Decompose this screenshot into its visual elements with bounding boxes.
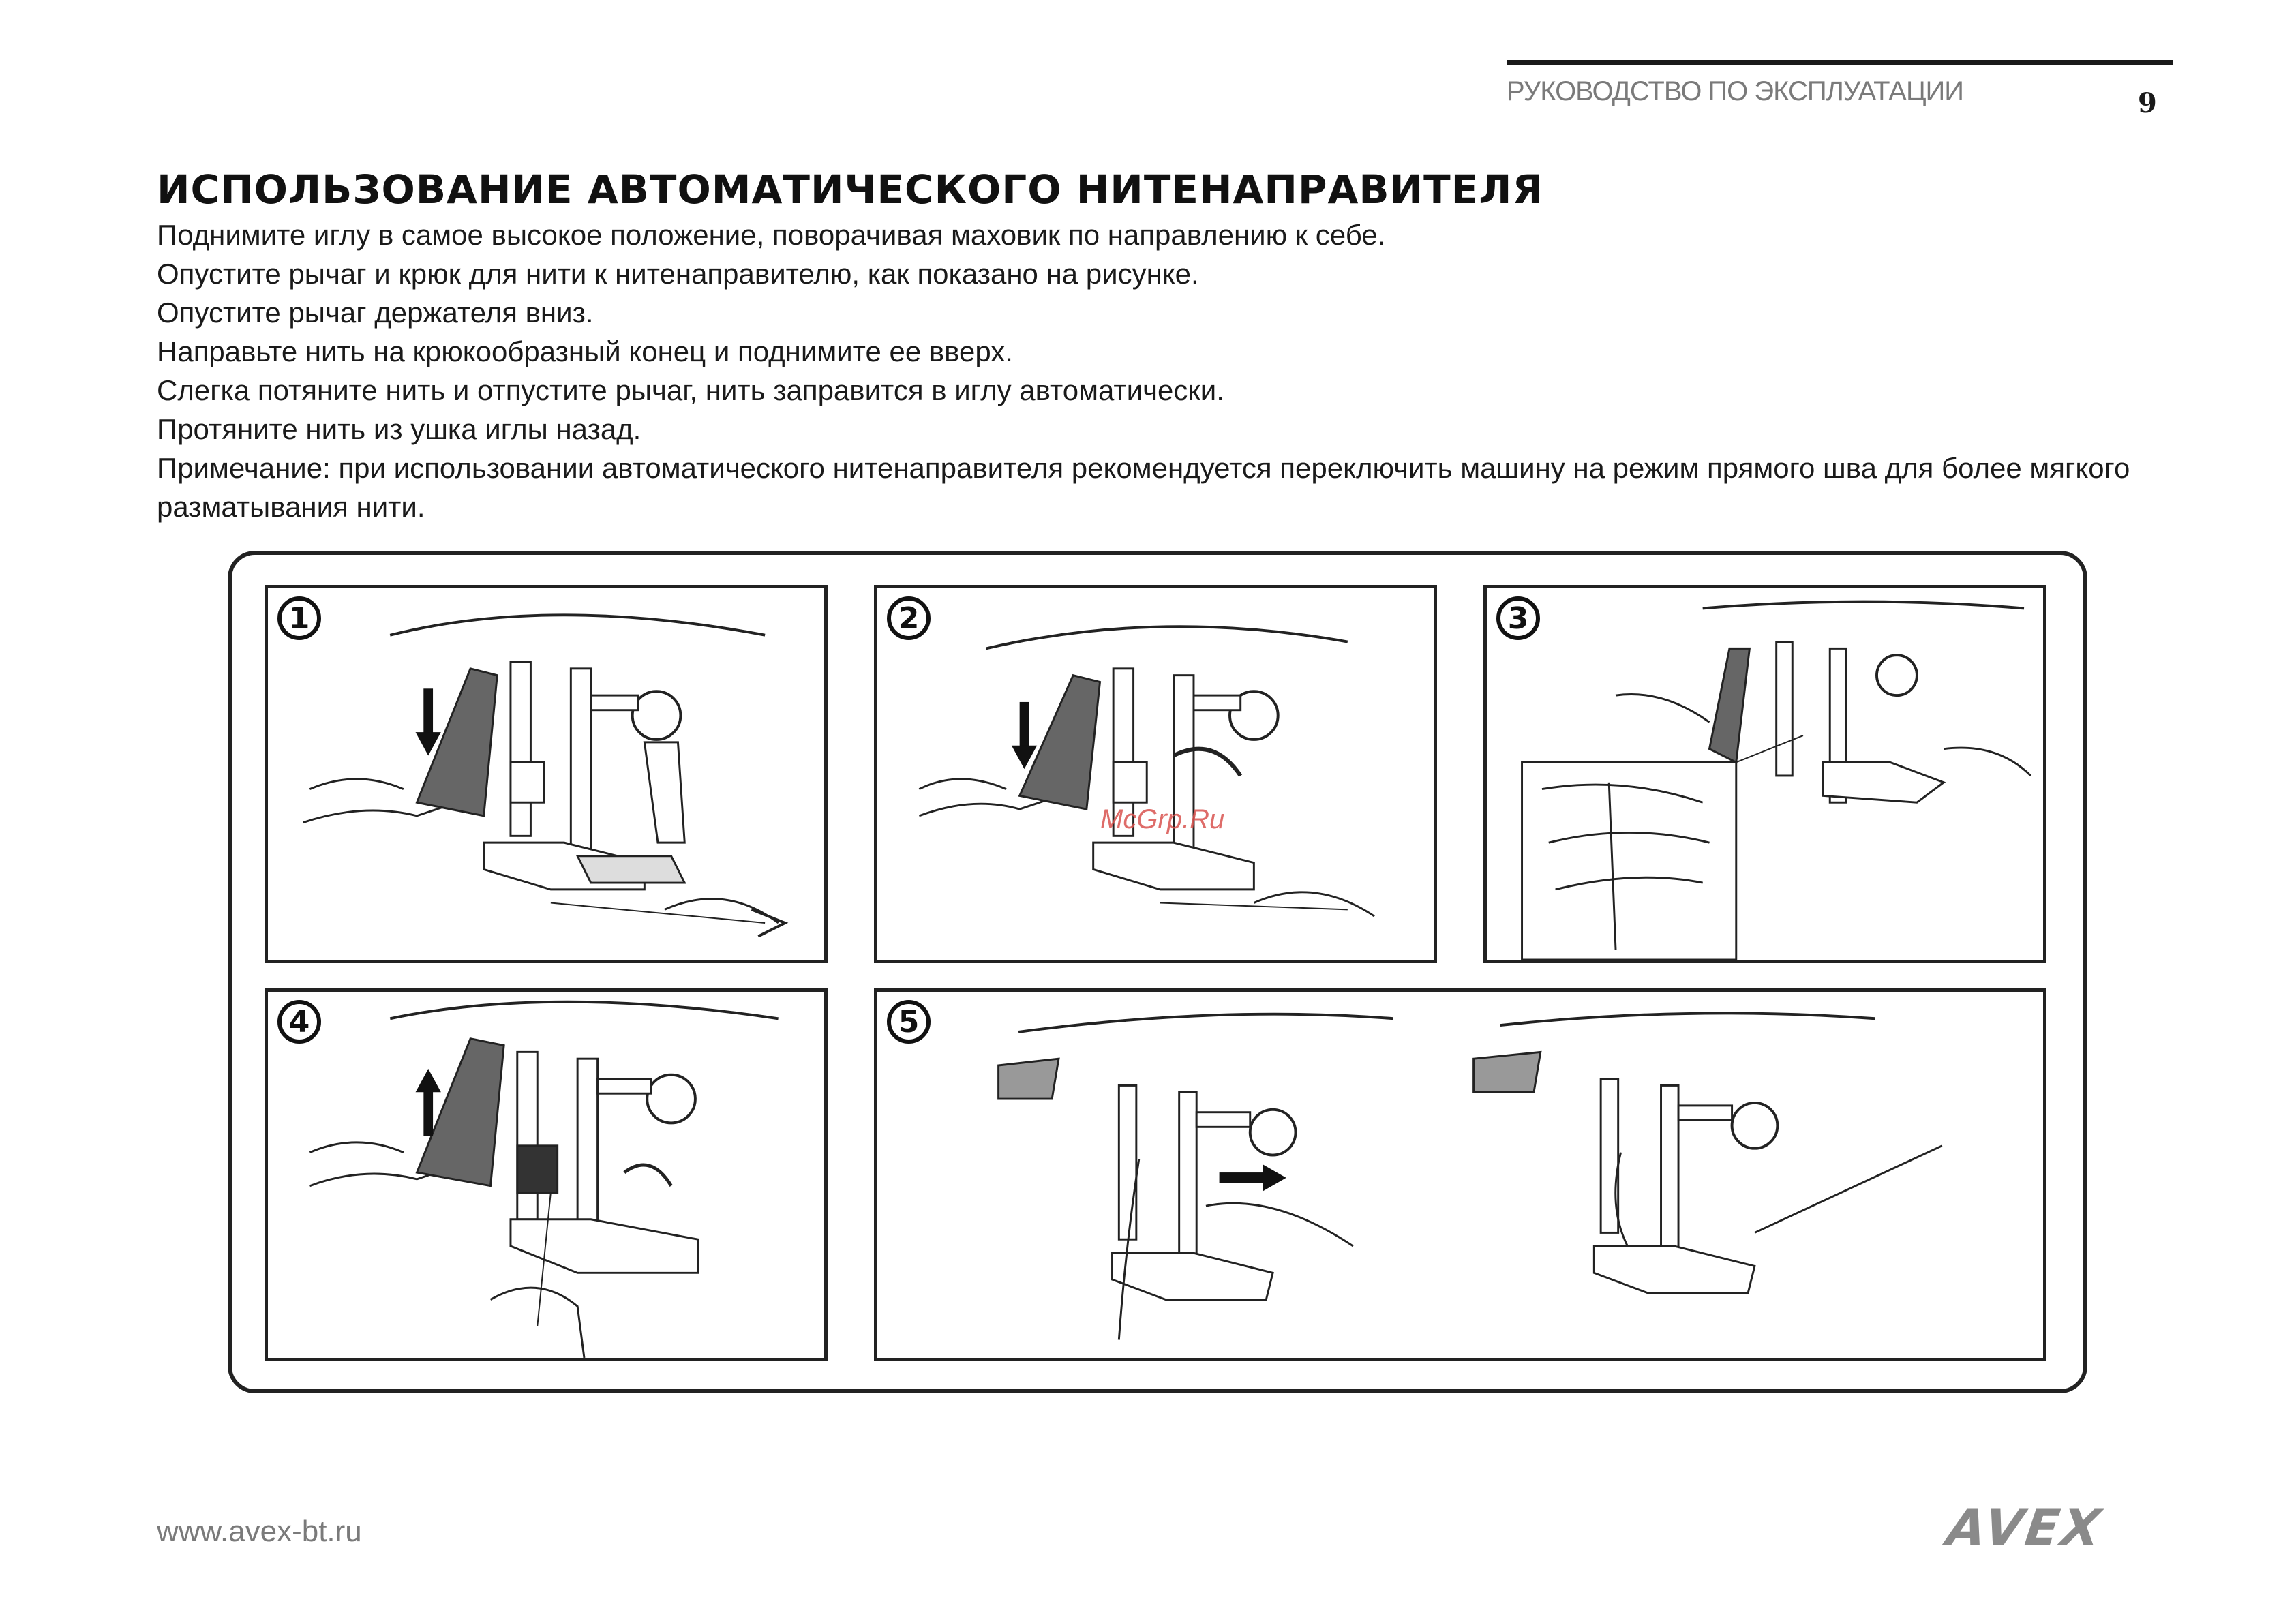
instruction-step: Протяните нить из ушка иглы назад. xyxy=(157,413,641,445)
illustration-panel-2: 2 xyxy=(874,585,1437,963)
brand-logo: AVEX xyxy=(1938,1500,2111,1554)
step-number-badge: 3 xyxy=(1496,596,1540,640)
arrow-up-icon xyxy=(415,1068,441,1136)
step-number-badge: 1 xyxy=(277,596,321,640)
illustration-panel-5: 5 xyxy=(874,988,2046,1361)
sewing-machine-illustration xyxy=(918,625,1375,917)
zoom-inset-icon xyxy=(1521,761,1738,960)
instruction-step: Опустите рычаг и крюк для нити к нитенап… xyxy=(157,258,1199,290)
step-number-badge: 2 xyxy=(887,596,931,640)
section-title: РУКОВОДСТВО ПО ЭКСПЛУАТАЦИИ xyxy=(1507,76,1964,106)
instruction-step: Поднимите иглу в самое высокое положение… xyxy=(157,219,1386,251)
figure-frame xyxy=(228,551,2087,1393)
step-number-badge: 5 xyxy=(887,1000,931,1044)
watermark: McGrp.Ru xyxy=(1100,804,1225,834)
sewing-machine-illustration xyxy=(997,1012,1943,1340)
sewing-machine-illustration xyxy=(309,1000,779,1358)
illustration-panel-1: 1 xyxy=(265,585,828,963)
instruction-step: Опустите рычаг держателя вниз. xyxy=(157,297,594,329)
instruction-step: Слегка потяните нить и отпустите рычаг, … xyxy=(157,374,1224,406)
note-text: Примечание: при использовании автоматиче… xyxy=(157,452,2130,523)
instruction-list: Поднимите иглу в самое высокое положение… xyxy=(157,215,2175,449)
illustration-panel-4: 4 xyxy=(265,988,828,1361)
illustration-panel-3: 3 xyxy=(1483,585,2046,963)
site-url: www.avex-bt.ru xyxy=(157,1515,362,1548)
header-rule xyxy=(1507,60,2173,65)
sewing-machine-illustration xyxy=(1521,600,2031,960)
arrow-down-icon xyxy=(415,688,441,756)
brand-name: AVEX xyxy=(1938,1500,2111,1554)
step-number-badge: 4 xyxy=(277,1000,321,1044)
page-title: ИСПОЛЬЗОВАНИЕ АВТОМАТИЧЕСКОГО НИТЕНАПРАВ… xyxy=(157,166,1544,213)
arrow-right-icon xyxy=(1219,1164,1286,1192)
instruction-step: Направьте нить на крюкообразный конец и … xyxy=(157,335,1013,367)
page-number: 9 xyxy=(2138,87,2157,119)
arrow-down-icon xyxy=(1011,701,1038,770)
sewing-machine-illustration xyxy=(303,613,789,938)
